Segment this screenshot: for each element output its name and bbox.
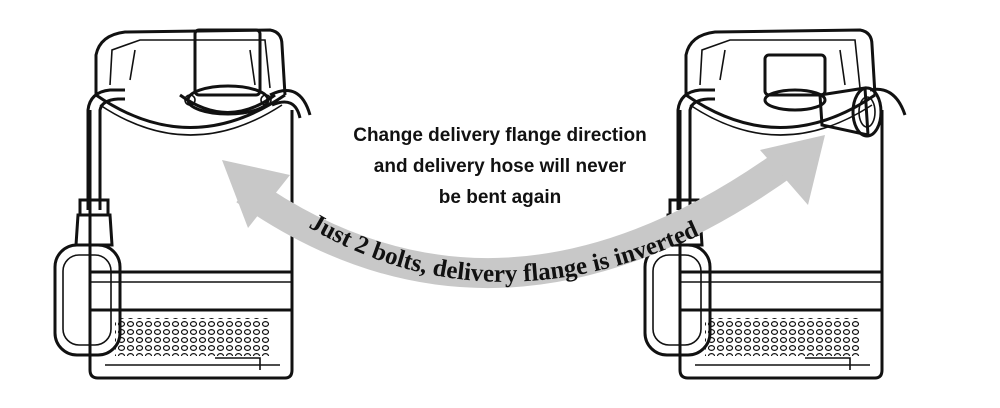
caption-line-2: and delivery hose will never	[373, 156, 627, 177]
caption-line-1: Change delivery flange direction	[353, 125, 647, 146]
pump-right	[643, 28, 907, 380]
arrowhead-right-icon	[760, 135, 825, 205]
arrowhead-left-icon	[222, 160, 290, 228]
caption: Change delivery flange direction and del…	[300, 120, 700, 213]
arrow-label: Just 2 bolts, delivery flange is inverte…	[305, 209, 702, 288]
caption-line-3: be bent again	[438, 187, 562, 208]
pump-left	[53, 28, 312, 380]
svg-text:Just 2 bolts, delivery flange: Just 2 bolts, delivery flange is inverte…	[305, 209, 702, 288]
